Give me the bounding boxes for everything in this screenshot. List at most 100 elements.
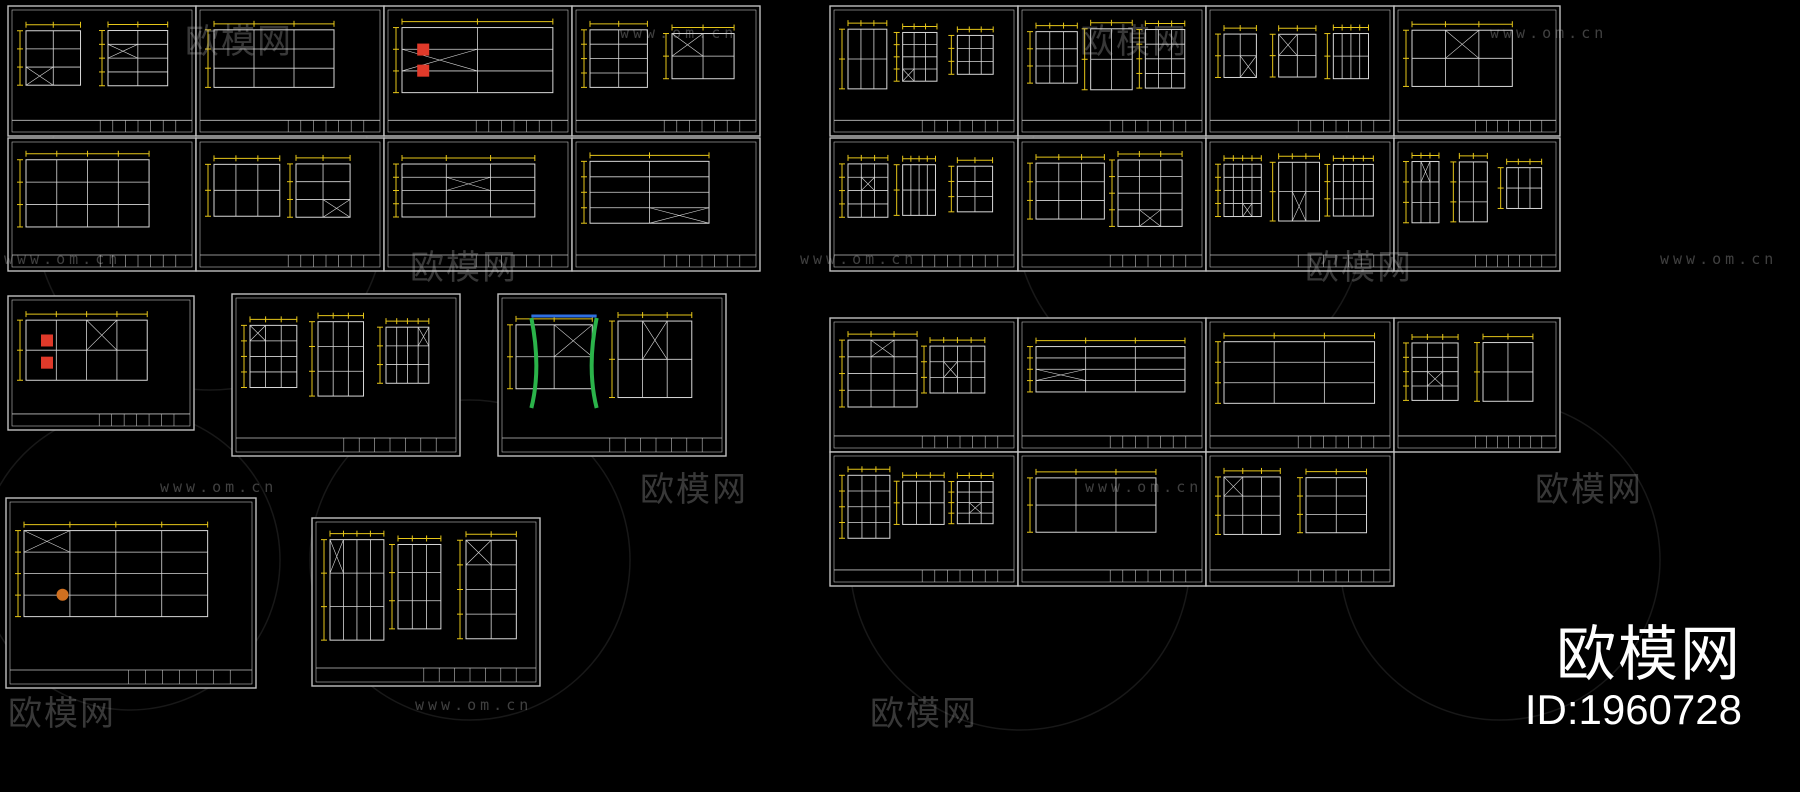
- cabinet-outline: [1035, 31, 1078, 84]
- sheet-inner-border: [387, 141, 569, 268]
- watermark-arc: [309, 399, 631, 721]
- drawing-sheet: [1017, 5, 1207, 137]
- sheet-inner-border: [11, 141, 193, 268]
- watermark-brand: 欧模网: [640, 470, 748, 510]
- drawing-sheet: [829, 451, 1019, 587]
- cabinet-outline: [1411, 161, 1440, 224]
- door-swing: [23, 530, 71, 553]
- drawing-sheet: [383, 137, 573, 272]
- drawing-sheet: [1017, 137, 1207, 272]
- curtain-mark: [589, 317, 599, 409]
- door-swing: [870, 339, 895, 358]
- sheet-inner-border: [11, 299, 191, 427]
- highlight-mark: [41, 334, 53, 347]
- drawing-sheet: [571, 5, 761, 137]
- highlight-mark: [417, 64, 430, 77]
- watermark-brand: 欧模网: [870, 694, 978, 734]
- drawing-sheet: [1017, 317, 1207, 453]
- sheet-inner-border: [235, 297, 457, 453]
- drawing-sheet: [1205, 137, 1395, 272]
- drawing-sheet: [571, 137, 761, 272]
- door-swing: [861, 177, 875, 191]
- drawing-sheet: [1393, 5, 1561, 137]
- door-swing: [1239, 55, 1257, 78]
- watermark-url: www.om.cn: [4, 250, 122, 268]
- door-swing: [1278, 34, 1298, 56]
- sheet-inner-border: [1209, 321, 1391, 449]
- highlight-mark: [417, 43, 430, 56]
- highlight-mark: [41, 356, 53, 369]
- sheet-inner-border: [199, 141, 381, 268]
- sheet-border: [195, 5, 385, 137]
- drawing-sheet: [829, 137, 1019, 272]
- drawing-sheet: [1393, 137, 1561, 272]
- sheet-inner-border: [315, 521, 537, 683]
- sheet-border: [1017, 451, 1207, 587]
- sheet-inner-border: [1209, 9, 1391, 133]
- sheet-inner-border: [11, 9, 193, 133]
- door-swing: [446, 176, 491, 191]
- door-swing: [1427, 371, 1443, 387]
- drawing-sheet: [1205, 5, 1395, 137]
- door-swing: [322, 199, 351, 218]
- drawing-sheet: [829, 5, 1019, 137]
- door-swing: [86, 319, 118, 351]
- cabinet-outline: [213, 29, 335, 88]
- watermark-brand: 欧模网: [8, 694, 116, 734]
- door-swing: [1223, 476, 1243, 497]
- door-swing: [417, 327, 430, 347]
- sheet-border: [1393, 137, 1561, 272]
- door-swing: [1445, 29, 1480, 59]
- drawing-sheet: [195, 5, 385, 137]
- sheet-inner-border: [387, 9, 569, 133]
- door-swing: [329, 539, 344, 574]
- drawing-sheet: [1017, 451, 1207, 587]
- door-swing: [1292, 191, 1307, 222]
- door-swing: [969, 502, 982, 514]
- sheet-border: [1205, 5, 1395, 137]
- cabinet-outline: [397, 543, 442, 630]
- drawing-sheet: [311, 517, 541, 687]
- sheet-border: [311, 517, 541, 687]
- drawing-sheet: [1205, 451, 1395, 587]
- door-swing: [249, 325, 266, 342]
- drawing-sheet: [231, 293, 461, 457]
- door-swing: [943, 361, 958, 378]
- drawing-sheet: [7, 5, 197, 137]
- sheet-inner-border: [833, 321, 1015, 449]
- sheet-inner-border: [1397, 321, 1557, 449]
- sheet-border: [829, 5, 1019, 137]
- watermark-url: www.om.cn: [160, 478, 278, 496]
- cabinet-outline: [317, 321, 365, 397]
- cabinet-outline: [1223, 341, 1376, 404]
- cabinet-outline: [1035, 162, 1105, 220]
- door-swing: [1139, 209, 1161, 227]
- sheet-border: [1017, 317, 1207, 453]
- door-swing: [1420, 161, 1431, 183]
- curtain-mark: [529, 317, 539, 409]
- sheet-inner-border: [1397, 9, 1557, 133]
- door-swing: [902, 68, 915, 82]
- watermark-url: www.om.cn: [1490, 24, 1608, 42]
- drawing-sheet: [1393, 317, 1561, 453]
- sheet-border: [571, 137, 761, 272]
- watermark-brand: 欧模网: [185, 22, 293, 62]
- sheet-inner-border: [199, 9, 381, 133]
- door-swing: [553, 324, 593, 358]
- watermark-brand: 欧模网: [1080, 22, 1188, 62]
- door-swing: [401, 48, 478, 72]
- sheet-border: [829, 451, 1019, 587]
- sheet-inner-border: [833, 141, 1015, 268]
- door-swing: [25, 66, 54, 86]
- door-swing: [107, 44, 138, 59]
- drawing-sheet: [7, 295, 195, 431]
- sheet-border: [7, 295, 195, 431]
- sheet-inner-border: [1021, 321, 1203, 449]
- sheet-inner-border: [833, 9, 1015, 133]
- sheet-inner-border: [1021, 9, 1203, 133]
- sheet-border: [1393, 5, 1561, 137]
- watermark-url: www.om.cn: [1660, 250, 1778, 268]
- watermark-url: www.om.cn: [415, 696, 533, 714]
- cabinet-outline: [956, 34, 994, 75]
